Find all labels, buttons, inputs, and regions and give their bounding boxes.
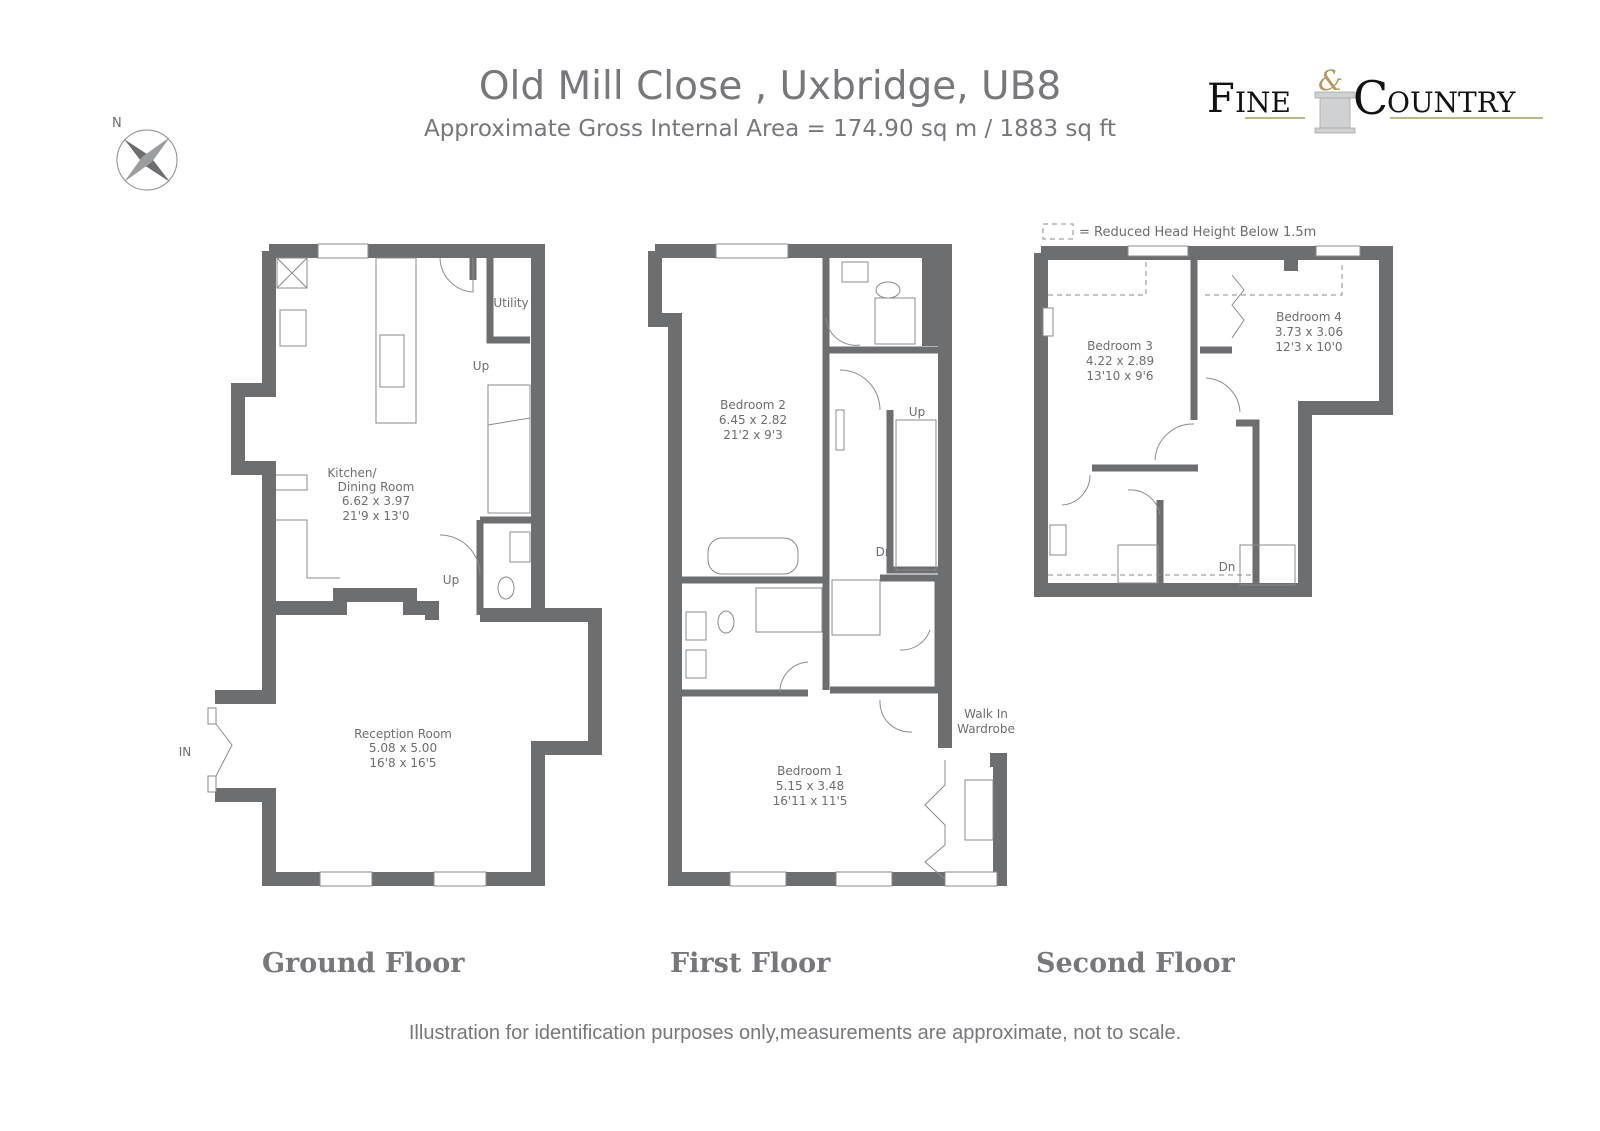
svg-text:16'11 x 11'5: 16'11 x 11'5 bbox=[773, 794, 848, 808]
svg-text:3.73 x 3.06: 3.73 x 3.06 bbox=[1275, 325, 1343, 339]
bedroom-2-label: Bedroom 2 bbox=[720, 398, 786, 412]
svg-text:Dn: Dn bbox=[1219, 560, 1236, 574]
svg-text:INE: INE bbox=[1235, 86, 1291, 119]
svg-text:13'10 x 9'6: 13'10 x 9'6 bbox=[1086, 369, 1153, 383]
svg-text:Wardrobe: Wardrobe bbox=[957, 722, 1015, 736]
svg-text:Up: Up bbox=[443, 573, 459, 587]
svg-text:6.62 x 3.97: 6.62 x 3.97 bbox=[342, 494, 410, 508]
disclaimer: Illustration for identification purposes… bbox=[408, 1022, 1182, 1044]
ground-floor-plan: Kitchen/ Dining Room 6.62 x 3.97 21'9 x … bbox=[179, 243, 602, 887]
svg-text:5.08 x 5.00: 5.08 x 5.00 bbox=[369, 741, 437, 755]
bedroom-3-label: Bedroom 3 bbox=[1087, 339, 1153, 353]
head-height-legend: = Reduced Head Height Below 1.5m bbox=[1042, 223, 1316, 240]
svg-text:Up: Up bbox=[909, 405, 925, 419]
reception-label: Reception Room bbox=[354, 727, 452, 741]
svg-text:OUNTRY: OUNTRY bbox=[1387, 86, 1516, 119]
second-floor-label: Second Floor bbox=[1036, 948, 1235, 979]
svg-text:21'2 x 9'3: 21'2 x 9'3 bbox=[723, 428, 783, 442]
svg-text:21'9 x 13'0: 21'9 x 13'0 bbox=[342, 509, 409, 523]
ground-floor-label: Ground Floor bbox=[262, 948, 465, 979]
gross-area: Approximate Gross Internal Area = 174.90… bbox=[423, 116, 1117, 142]
bedroom-1-label: Bedroom 1 bbox=[777, 764, 843, 778]
svg-text:Up: Up bbox=[473, 359, 489, 373]
compass-north-label: N bbox=[112, 116, 122, 131]
kitchen-label: Kitchen/ bbox=[327, 466, 377, 480]
entrance-label: IN bbox=[179, 745, 192, 759]
walk-in-wardrobe-label: Walk In bbox=[964, 707, 1008, 721]
svg-text:16'8 x 16'5: 16'8 x 16'5 bbox=[369, 756, 436, 770]
compass-icon: N bbox=[112, 116, 178, 191]
svg-text:C: C bbox=[1353, 71, 1388, 125]
utility-label: Utility bbox=[493, 296, 528, 310]
svg-text:&: & bbox=[1318, 64, 1343, 97]
svg-text:4.22 x 2.89: 4.22 x 2.89 bbox=[1086, 354, 1154, 368]
svg-text:Dn: Dn bbox=[876, 545, 893, 559]
bedroom-4-label: Bedroom 4 bbox=[1276, 310, 1342, 324]
second-floor-plan: Bedroom 3 4.22 x 2.89 13'10 x 9'6 Bedroo… bbox=[1034, 245, 1393, 597]
svg-text:= Reduced Head Height Below 1.: = Reduced Head Height Below 1.5m bbox=[1079, 225, 1316, 240]
svg-text:12'3 x 10'0: 12'3 x 10'0 bbox=[1275, 340, 1342, 354]
first-floor-plan: Bedroom 2 6.45 x 2.82 21'2 x 9'3 Bedroom… bbox=[648, 243, 1015, 887]
column-icon bbox=[1314, 91, 1356, 134]
svg-text:5.15 x 3.48: 5.15 x 3.48 bbox=[776, 779, 844, 793]
svg-text:6.45 x 2.82: 6.45 x 2.82 bbox=[719, 413, 787, 427]
svg-text:Dining Room: Dining Room bbox=[338, 480, 415, 494]
svg-text:F: F bbox=[1207, 76, 1235, 122]
page-title: Old Mill Close , Uxbridge, UB8 bbox=[478, 64, 1062, 109]
first-floor-label: First Floor bbox=[670, 948, 831, 979]
fine-country-logo: F INE & C OUNTRY bbox=[1207, 64, 1543, 134]
